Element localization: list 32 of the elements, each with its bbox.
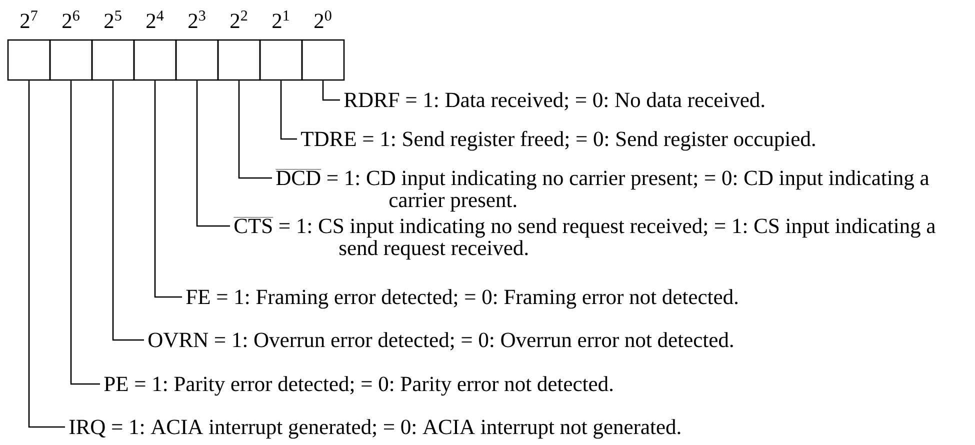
bit-weight-label: 2$^{5}$ (104, 10, 122, 28)
bit-cell (175, 39, 219, 81)
bit-cell (133, 39, 177, 81)
bit-description: IRQ = 1: ACIA interrupt generated; = 0: ACIA interrupt not generated. (69, 419, 680, 439)
leader-line (322, 80, 340, 101)
bit-weight-label: 2$^{3}$ (188, 10, 206, 28)
bit-weight-label: 2$^{6}$ (62, 10, 80, 28)
bit-cell (7, 39, 51, 81)
bit-cell (301, 39, 345, 81)
bit-weight-label: 2$^{7}$ (20, 10, 38, 28)
bit-weight-label: 2$^{4}$ (146, 10, 164, 28)
bit-cell (49, 39, 93, 81)
bit-description: DCD = 1: CD input indicating no carrier present; = 0: CD input indicating a carrier present. (275, 169, 930, 212)
bit-cell (217, 39, 261, 81)
bit-weight-label: 2$^{1}$ (272, 10, 289, 28)
bit-cell (91, 39, 135, 81)
leader-line (112, 80, 144, 341)
bit-description: PE = 1: Parity error detected; = 0: Parity error not detected. (104, 376, 613, 396)
bit-weight-label: 2$^{2}$ (230, 10, 248, 28)
bit-description: RDRF = 1: Data received; = 0: No data received. (344, 92, 764, 110)
leader-line (28, 80, 65, 428)
leader-line (154, 80, 182, 298)
bit-description: FE = 1: Framing error detected; = 0: Framing error not detected. (186, 289, 738, 309)
bit-description: CTS = 1: CS input indicating no send request received; = 1: CS input indicating a send request received. (233, 217, 936, 260)
leader-line (196, 80, 230, 227)
leader-line (280, 80, 297, 140)
bit-weight-label: 2$^{0}$ (314, 10, 332, 28)
bit-description: TDRE = 1: Send register freed; = 0: Send register occupied. (301, 130, 815, 151)
bit-cell (259, 39, 303, 81)
leader-line (70, 80, 100, 385)
leader-line (238, 80, 272, 179)
bit-description: OVRN = 1: Overrun error detected; = 0: Overrun error not detected. (148, 332, 733, 350)
